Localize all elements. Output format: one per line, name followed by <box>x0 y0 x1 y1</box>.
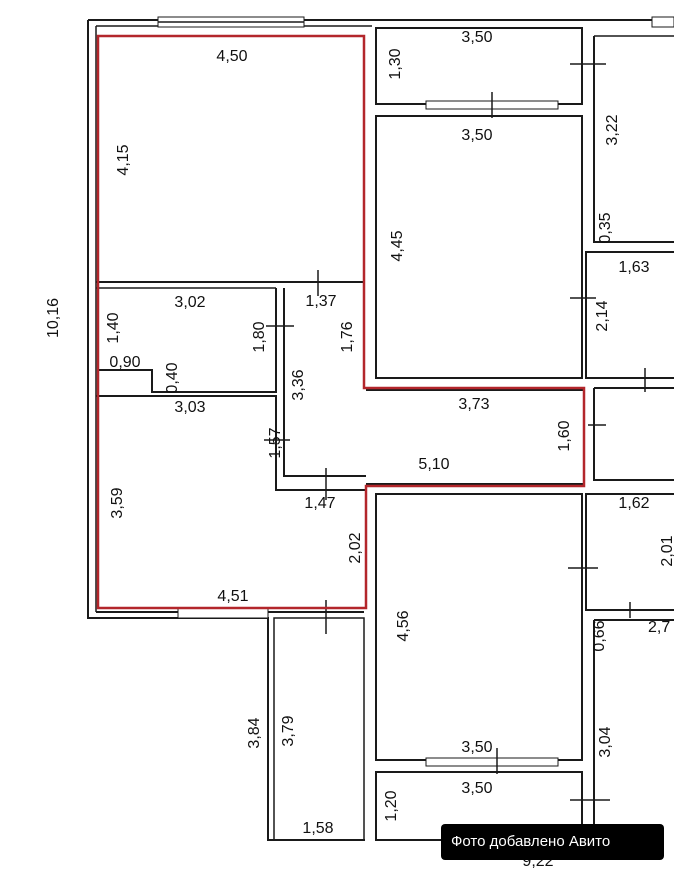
dim-right-bottom-partial: 2,7 <box>648 619 670 636</box>
dim-mid-room-height: 4,45 <box>389 230 406 261</box>
dim-bath-side: 1,57 <box>267 427 284 458</box>
dim-shaft-height: 0,40 <box>164 362 181 393</box>
right-window-top <box>651 16 674 28</box>
watermark: Фото добавлено Авито <box>441 824 664 860</box>
dim-bottom-room-height: 4,56 <box>395 610 412 641</box>
dim-overall-height: 10,16 <box>45 298 62 338</box>
dim-bottom-left-height: 3,59 <box>109 487 126 518</box>
dim-hall-top: 1,37 <box>305 293 336 310</box>
dim-corridor-end: 1,60 <box>556 420 573 451</box>
dim-right-gap2: 0,66 <box>591 620 608 651</box>
right-top-room <box>593 36 674 243</box>
dim-right-room-width: 1,63 <box>618 259 649 276</box>
dim-mid-room-width: 3,50 <box>461 127 492 144</box>
dim-top-balcony-width: 3,50 <box>461 29 492 46</box>
dim-balcony-inner: 3,79 <box>280 715 297 746</box>
dim-bottom-room-width: 3,50 <box>461 739 492 756</box>
left-balcony <box>273 617 365 841</box>
dim-right-gap: 0,35 <box>597 212 614 243</box>
dim-right-lower-width: 1,62 <box>618 495 649 512</box>
dim-top-left-height: 4,15 <box>115 144 132 175</box>
corridor-left-wall <box>283 288 366 477</box>
dim-bottom-balcony-height: 1,20 <box>383 790 400 821</box>
dim-bottom-left-width: 4,51 <box>217 588 248 605</box>
dim-corridor-left: 3,36 <box>290 369 307 400</box>
outer-wall-left <box>87 20 365 841</box>
dim-corridor-top: 3,73 <box>458 396 489 413</box>
dim-wc-height-left: 1,40 <box>105 312 122 343</box>
dim-bottom-balcony-width: 3,50 <box>461 780 492 797</box>
bottom-bedroom-window <box>425 757 559 767</box>
right-bottom-wall <box>593 619 674 840</box>
dim-shaft-width: 0,90 <box>109 354 140 371</box>
dim-right-top: 3,22 <box>604 114 621 145</box>
bottom-left-window <box>177 607 269 619</box>
mid-bedroom <box>375 115 583 379</box>
right-room-2 <box>593 387 674 481</box>
dim-bath-bottom: 1,47 <box>304 495 335 512</box>
bath-room <box>96 395 366 491</box>
dim-wc-height-right: 1,80 <box>251 321 268 352</box>
dim-wc-width: 3,02 <box>174 294 205 311</box>
dim-balcony-width: 1,58 <box>302 820 333 837</box>
dim-top-balcony-height: 1,30 <box>387 48 404 79</box>
dim-balcony-outer: 3,84 <box>246 717 263 748</box>
dim-corridor-bottom: 5,10 <box>418 456 449 473</box>
dim-hall-side: 1,76 <box>339 321 356 352</box>
dim-bottom-left-side: 2,02 <box>347 532 364 563</box>
dim-top-left-width: 4,50 <box>216 48 247 65</box>
dim-bath-width: 3,03 <box>174 399 205 416</box>
highlight-outline <box>96 34 586 610</box>
wc-room <box>98 288 277 393</box>
dim-right-bottom-height: 3,04 <box>597 726 614 757</box>
dim-right-lower-height: 2,01 <box>659 535 674 566</box>
dim-right-room-height: 2,14 <box>594 300 611 331</box>
